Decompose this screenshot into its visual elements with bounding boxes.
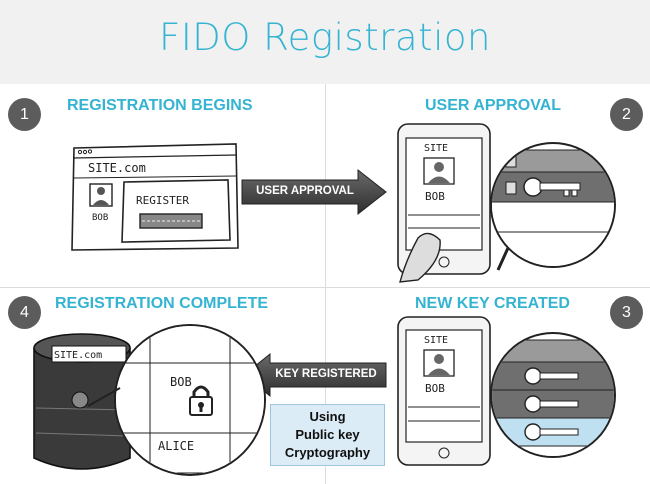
step-1-badge: 1: [8, 98, 41, 131]
public-key-cryptography-box: Using Public key Cryptography: [270, 404, 385, 466]
db-site-text: SITE.com: [54, 350, 102, 361]
vertical-divider: [325, 84, 326, 484]
database-sketch: SITE.com BOB ALICE: [33, 324, 266, 476]
browser-window-sketch: SITE.com BOB REGISTER: [71, 143, 239, 251]
arrow-right-icon: [241, 168, 387, 216]
crypto-line-1: Using: [309, 409, 346, 424]
register-text: REGISTER: [136, 194, 189, 207]
phone3-user-text: BOB: [425, 382, 445, 395]
step-1-title: REGISTRATION BEGINS: [67, 97, 253, 114]
phone-key-created-sketch: SITE BOB: [397, 316, 616, 466]
db-alice-text: ALICE: [158, 439, 194, 453]
db-bob-text: BOB: [170, 375, 192, 389]
step-2-title: USER APPROVAL: [425, 97, 562, 114]
phone-approval-sketch: SITE BOB: [397, 123, 616, 283]
browser-site-text: SITE.com: [88, 161, 146, 175]
browser-user-text: BOB: [92, 213, 108, 223]
step-4-title: REGISTRATION COMPLETE: [55, 295, 269, 312]
step-3-badge: 3: [610, 296, 643, 329]
phone2-user-text: BOB: [425, 190, 445, 203]
page-title: FIDO Registration: [159, 16, 491, 59]
padlock-icon: [189, 385, 213, 416]
crypto-line-2: Public key: [295, 427, 360, 442]
crypto-line-3: Cryptography: [284, 445, 371, 460]
arrow-top-label: USER APPROVAL: [256, 185, 354, 197]
phone3-site-text: SITE: [424, 335, 448, 346]
header-band: FIDO Registration: [0, 0, 650, 84]
step-4-badge: 4: [8, 296, 41, 329]
arrow-bottom-label: KEY REGISTERED: [275, 368, 377, 380]
step-3-title: NEW KEY CREATED: [415, 295, 570, 312]
phone2-site-text: SITE: [424, 143, 448, 154]
step-2-badge: 2: [610, 98, 643, 131]
